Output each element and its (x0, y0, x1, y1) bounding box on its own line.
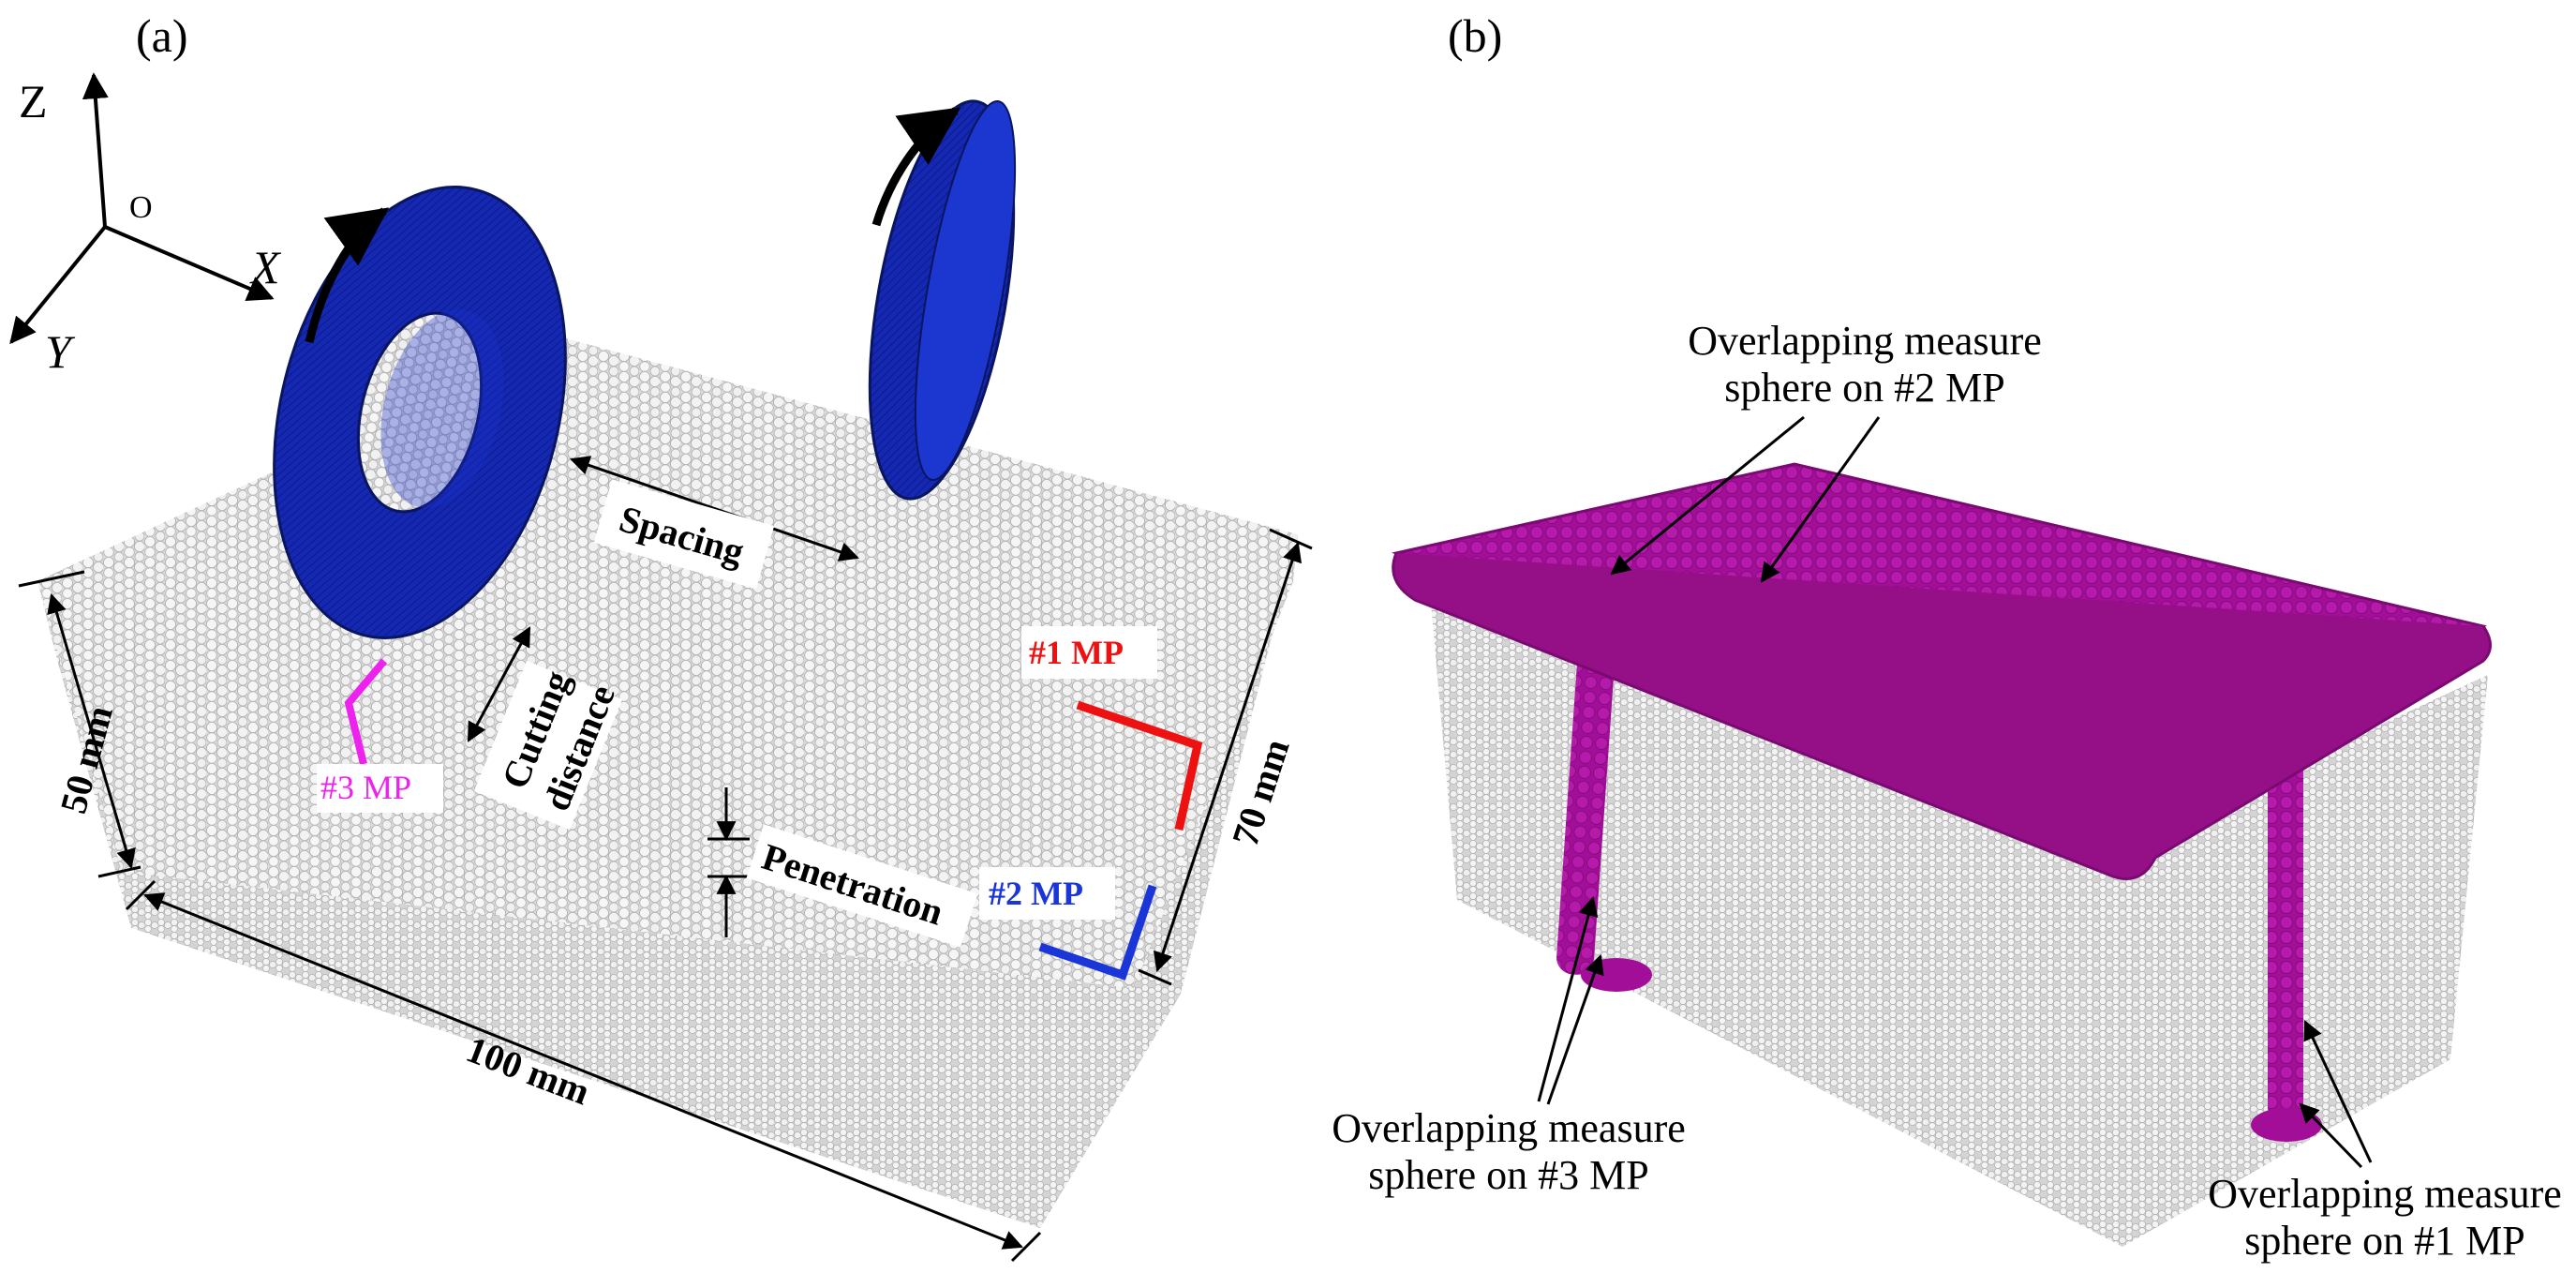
mp3-marker (344, 658, 388, 765)
panel-a-label: (a) (136, 9, 188, 62)
annotation-right-arrow-2 (2299, 1102, 2363, 1169)
annotation-right-line2: sphere on #1 MP (2244, 1218, 2524, 1264)
axis-x-label: X (249, 241, 282, 293)
axis-y-label: Y (45, 325, 76, 378)
annotation-left-arrow-1 (1537, 895, 1599, 1102)
annotation-top-line2: sphere on #2 MP (1724, 365, 2004, 411)
y-axis-arrow (9, 225, 107, 345)
x-axis-arrow (104, 225, 275, 301)
panel-b: Overlapping measure sphere on #2 MP Over… (1332, 318, 2562, 1264)
annotation-top-line1: Overlapping measure (1688, 318, 2042, 364)
disc-cutter-1 (273, 186, 567, 639)
width-tick-bottom (1138, 968, 1172, 986)
mp2-marker (1038, 884, 1157, 981)
mp1-sphere-column (2268, 750, 2303, 1125)
particle-block-a (37, 337, 1298, 1228)
width-dimension-line (1153, 542, 1303, 972)
disc-cutter-2 (868, 99, 1017, 501)
annotation-top-arrow-2 (1760, 416, 1881, 583)
annotation-left-arrow-2 (1546, 954, 1604, 1105)
annotation-right-line1: Overlapping measure (2208, 1171, 2562, 1217)
cutting-distance-line (467, 626, 531, 742)
rotation-arrow-2 (871, 107, 961, 227)
annotation-left-line1: Overlapping measure (1332, 1105, 1686, 1151)
spacing-label-bg (593, 479, 775, 590)
coordinate-axes (9, 72, 275, 345)
annotation-left-line2: sphere on #3 MP (1368, 1152, 1648, 1198)
mp3-sphere-base (1581, 958, 1652, 992)
annotation-right-arrow-1 (2303, 1020, 2373, 1163)
axis-origin-label: O (129, 190, 153, 225)
mp2-label: #2 MP (989, 875, 1083, 912)
z-axis-arrow (82, 72, 109, 228)
rotation-arrow-1 (305, 207, 390, 344)
mp1-sphere-base (2251, 1108, 2322, 1142)
height-tick-top (18, 570, 85, 588)
height-tick-bottom (97, 865, 141, 878)
mp3-label-bg (317, 764, 443, 813)
panel-a: (a) (b) Z O X Y (9, 9, 1502, 1263)
panel-b-label: (b) (1448, 9, 1502, 62)
annotation-top-arrow-1 (1610, 415, 1805, 576)
mp2-label-bg (979, 867, 1115, 920)
axis-z-label: Z (19, 75, 48, 127)
spacing-dimension-line (570, 456, 859, 562)
mp1-marker (1076, 700, 1203, 831)
length-dimension-line (143, 892, 1023, 1250)
mp3-label: #3 MP (320, 769, 411, 806)
length-tick-left (125, 879, 156, 911)
width-tick-top (1269, 528, 1313, 550)
length-tick-right (1010, 1231, 1042, 1263)
mp2-sphere-slab (1391, 462, 2492, 880)
mp3-sphere-column (1556, 647, 1615, 975)
mp1-label-bg (1021, 626, 1157, 679)
mp1-label: #1 MP (1029, 634, 1124, 671)
height-dimension-line (47, 592, 136, 870)
cutting-label-bg (473, 660, 623, 831)
